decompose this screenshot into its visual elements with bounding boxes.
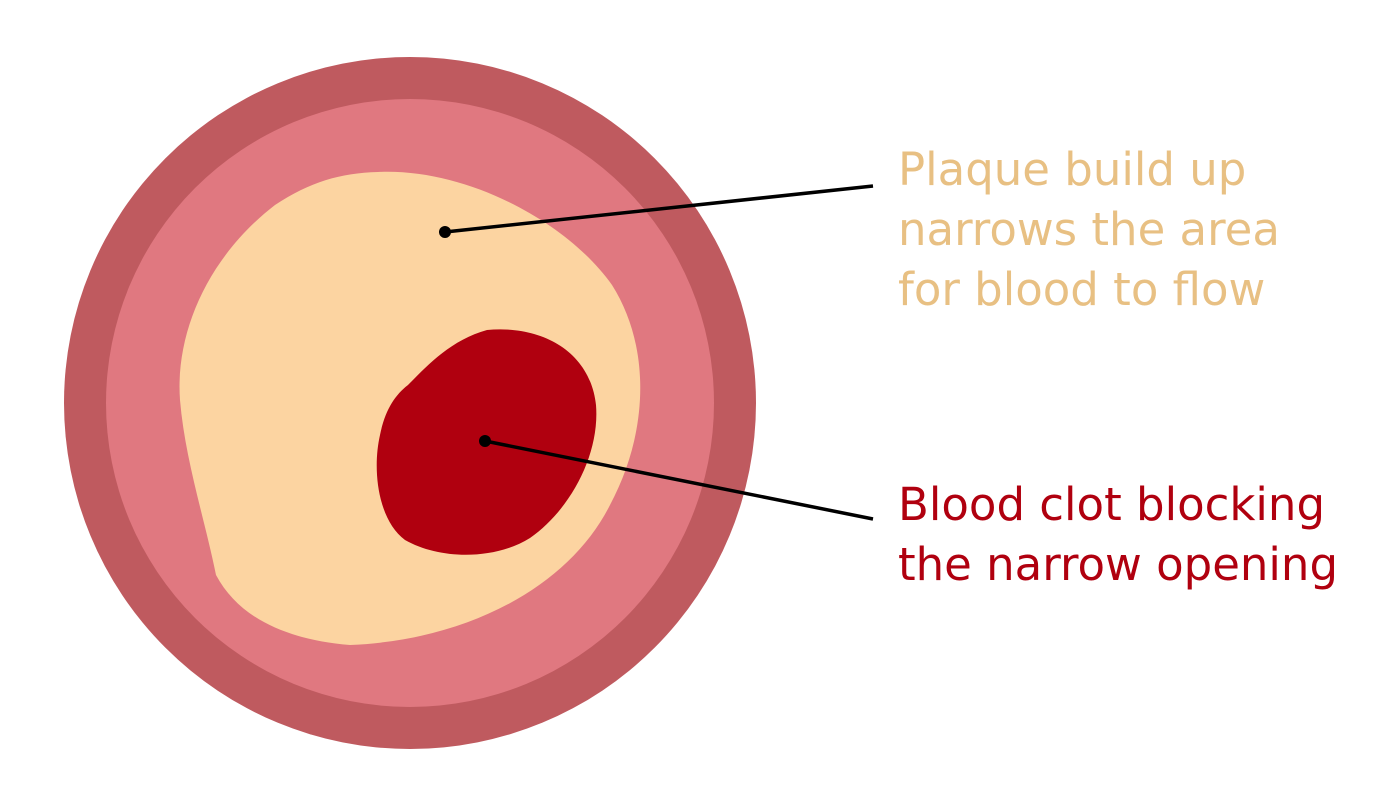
clot-label: Blood clot blocking the narrow opening <box>898 475 1338 595</box>
plaque-label-line-3: for blood to flow <box>898 263 1266 316</box>
clot-leader-line <box>479 435 874 521</box>
clot-label-line-2: the narrow opening <box>898 538 1339 591</box>
plaque-label-line-2: narrows the area <box>898 203 1280 256</box>
plaque-label-line-1: Plaque build up <box>898 143 1247 196</box>
plaque-label: Plaque build up narrows the area for blo… <box>898 140 1280 320</box>
plaque-leader-line <box>439 184 874 238</box>
clot-pointer-dot <box>479 435 491 447</box>
plaque-pointer-dot <box>439 226 451 238</box>
clot-label-line-1: Blood clot blocking <box>898 478 1326 531</box>
